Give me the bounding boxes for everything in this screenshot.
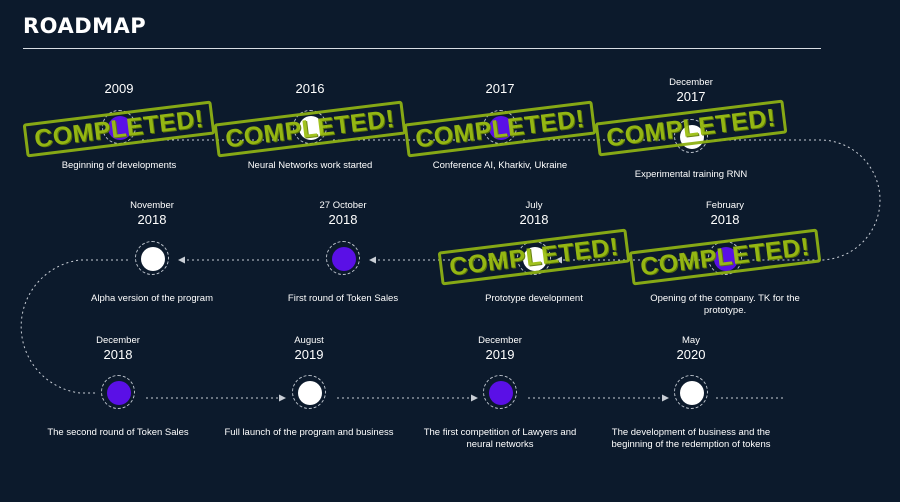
milestone-node (326, 241, 360, 275)
milestone-year: 2018 (519, 212, 549, 227)
milestone-year: 2020 (676, 347, 706, 362)
milestone-description: The first competition of Lawyers and neu… (423, 427, 577, 450)
page-title: ROADMAP (23, 14, 147, 38)
milestone-description: Opening of the company. TK for the proto… (650, 293, 800, 316)
milestone-node (293, 110, 327, 144)
arrow-5-6 (555, 256, 562, 264)
milestone-month: August (294, 335, 324, 346)
milestone-month: 27 October (319, 200, 367, 211)
milestone-month: December (96, 335, 140, 346)
milestone-dot (714, 247, 738, 271)
milestone-description: First round of Token Sales (287, 293, 399, 304)
milestone-year: 2016 (295, 81, 325, 96)
milestone-heading: 2017 (410, 69, 590, 97)
milestone-month (29, 69, 209, 81)
milestone-year: 2018 (710, 212, 740, 227)
milestone-node (102, 110, 136, 144)
milestone-description: Alpha version of the program (91, 293, 213, 304)
milestone-node (483, 375, 517, 409)
milestone-heading: 2009 (29, 69, 209, 97)
milestone-dot (523, 247, 547, 271)
milestone-dot (489, 116, 513, 140)
milestone-month (410, 69, 590, 81)
milestone-year: 2018 (328, 212, 358, 227)
connector-curve-left (20, 259, 128, 394)
arrow-9-10 (279, 394, 286, 402)
milestone-description: Experimental training RNN (634, 169, 748, 180)
milestone-year: 2019 (485, 347, 515, 362)
milestone-heading: 2016 (220, 69, 400, 97)
milestone-dot (680, 125, 704, 149)
milestone-year: 2009 (104, 81, 134, 96)
milestone-month: November (130, 200, 174, 211)
milestone-month: December (478, 335, 522, 346)
milestone-month: December (669, 77, 713, 88)
milestone-node (674, 119, 708, 153)
arrow-6-7 (369, 256, 376, 264)
milestone-description: Prototype development (485, 293, 583, 304)
milestone-year: 2017 (485, 81, 515, 96)
milestone-description: The second round of Token Sales (47, 427, 189, 438)
milestone-year: 2018 (103, 347, 133, 362)
milestone-year: 2019 (294, 347, 324, 362)
milestone-dot (141, 247, 165, 271)
milestone-dot (108, 116, 132, 140)
milestone-month (220, 69, 400, 81)
milestone-dot (299, 116, 323, 140)
title-divider (23, 48, 821, 49)
milestone-description: The development of business and the begi… (611, 427, 771, 450)
milestone-description: Conference AI, Kharkiv, Ukraine (432, 160, 568, 171)
connector-curve-right (714, 139, 881, 261)
milestone-year: 2018 (137, 212, 167, 227)
milestone-node (292, 375, 326, 409)
milestone-description: Neural Networks work started (247, 160, 373, 171)
milestone-dot (332, 247, 356, 271)
milestone-description: Full launch of the program and business (224, 427, 394, 438)
arrow-7-8 (178, 256, 185, 264)
milestone-node (674, 375, 708, 409)
milestone-node (517, 241, 551, 275)
milestone-node (708, 241, 742, 275)
milestone-year: 2017 (676, 89, 706, 104)
milestone-month: July (525, 200, 543, 211)
milestone-description: Beginning of developments (61, 160, 177, 171)
milestone-month: February (705, 200, 744, 211)
milestone-node (135, 241, 169, 275)
milestone-month: May (682, 335, 700, 346)
milestone-dot (489, 381, 513, 405)
milestone-node (483, 110, 517, 144)
arrow-11-12 (662, 394, 669, 402)
milestone-dot (680, 381, 704, 405)
milestone-node (101, 375, 135, 409)
milestone-dot (107, 381, 131, 405)
arrow-10-11 (471, 394, 478, 402)
milestone-dot (298, 381, 322, 405)
